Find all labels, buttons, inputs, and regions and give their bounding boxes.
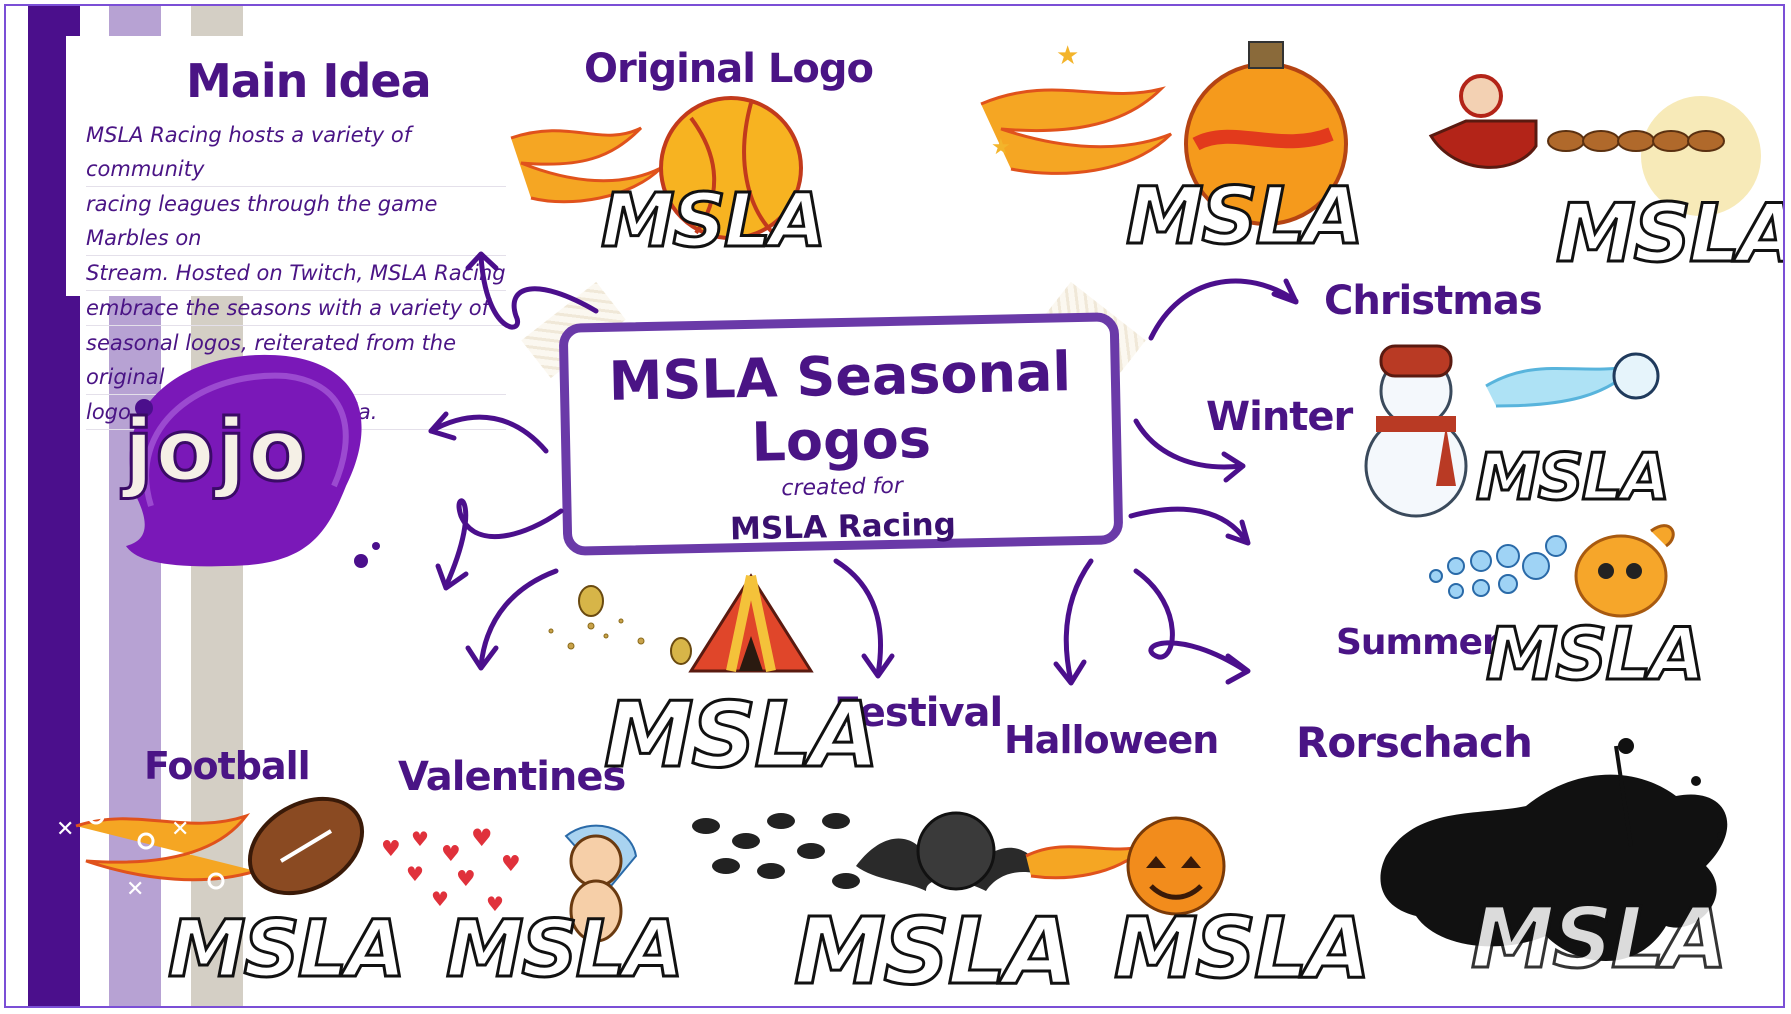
label-original-logo: Original Logo	[584, 46, 874, 92]
mind-map-canvas: Main Idea MSLA Racing hosts a variety of…	[4, 4, 1785, 1008]
label-festival: Festival	[834, 690, 1003, 736]
msla-wordmark-original: MSLA	[599, 178, 827, 264]
label-football: Football	[144, 744, 311, 788]
msla-wordmark-christmas: MSLA	[1554, 187, 1785, 280]
msla-wordmark-festival: MSLA	[602, 683, 880, 788]
bat-logo-art	[692, 811, 1226, 916]
jojo-wordmark: jojo	[122, 400, 310, 503]
arrow-to-winter	[1133, 418, 1244, 470]
label-halloween: Halloween	[1004, 718, 1219, 762]
svg-text:✕: ✕	[171, 817, 189, 842]
jojo-logo	[126, 354, 380, 568]
arrow-to-valentines	[478, 568, 559, 669]
goldfish-logo-art	[1429, 524, 1675, 618]
svg-text:★: ★	[991, 135, 1011, 160]
arrow-to-jojo-lower	[443, 498, 564, 589]
label-rorschach: Rorschach	[1296, 718, 1533, 767]
circus-tent-art	[548, 573, 814, 673]
msla-wordmark-rorschach: MSLA	[1470, 889, 1730, 987]
arrow-to-rorschach	[1133, 568, 1249, 674]
svg-text:♥: ♥	[456, 867, 476, 892]
svg-text:✕: ✕	[126, 877, 144, 902]
msla-wordmark-winter: MSLA	[1474, 441, 1671, 515]
svg-text:♥: ♥	[431, 887, 449, 911]
main-idea-line: racing leagues through the game Marbles …	[86, 187, 506, 256]
msla-wordmark-pumpkin: MSLA	[1113, 899, 1373, 997]
cupid-logo-art: ♥♥ ♥♥ ♥♥ ♥♥ ♥	[381, 824, 638, 943]
arrow-to-jojo	[428, 414, 549, 454]
msla-wordmark-ornament: MSLA	[1125, 172, 1366, 262]
ornament-logo-art: ★ ★	[980, 41, 1348, 226]
arrow-to-summer	[1128, 506, 1249, 544]
svg-text:♥: ♥	[441, 842, 461, 867]
svg-text:♥: ♥	[381, 837, 401, 862]
main-idea-text: MSLA Racing hosts a variety of community…	[86, 118, 506, 430]
svg-text:✕: ✕	[56, 817, 74, 842]
svg-text:★: ★	[1056, 41, 1079, 71]
label-christmas: Christmas	[1324, 278, 1543, 324]
snowman-logo-art	[1364, 344, 1660, 518]
arrow-to-christmas	[1148, 278, 1299, 341]
svg-text:♥: ♥	[501, 852, 521, 877]
rorschach-ink-art	[1380, 738, 1728, 961]
santa-sleigh-art	[1428, 74, 1761, 216]
msla-wordmark-football: MSLA	[167, 905, 408, 995]
svg-text:♥: ♥	[406, 862, 424, 886]
main-idea-line: embrace the seasons with a variety of	[86, 291, 506, 326]
msla-wordmark-valentines: MSLA	[445, 905, 686, 995]
main-idea-line: Stream. Hosted on Twitch, MSLA Racing	[86, 256, 506, 291]
main-idea-heading: Main Idea	[186, 54, 432, 108]
label-winter: Winter	[1206, 394, 1353, 440]
arrow-to-festival	[833, 558, 883, 677]
arrow-to-main-idea	[478, 253, 599, 330]
football-logo-art: ✕ ✕ ✕	[56, 796, 365, 902]
main-idea-line: seasonal logos, reiterated from the orig…	[86, 326, 506, 395]
label-valentines: Valentines	[398, 754, 626, 800]
svg-text:♥: ♥	[471, 824, 493, 852]
main-idea-panel-bg	[66, 36, 436, 296]
msla-wordmark-bat: MSLA	[793, 898, 1078, 1005]
svg-text:♥: ♥	[486, 892, 504, 916]
svg-text:♥: ♥	[411, 827, 429, 851]
label-summer: Summer	[1336, 622, 1500, 663]
msla-wordmark-summer: MSLA	[1484, 612, 1706, 696]
connector-arrows	[428, 251, 1299, 686]
main-idea-line: MSLA Racing hosts a variety of community	[86, 118, 506, 187]
arrow-to-halloween	[1063, 558, 1094, 684]
original-logo-art	[510, 96, 803, 240]
